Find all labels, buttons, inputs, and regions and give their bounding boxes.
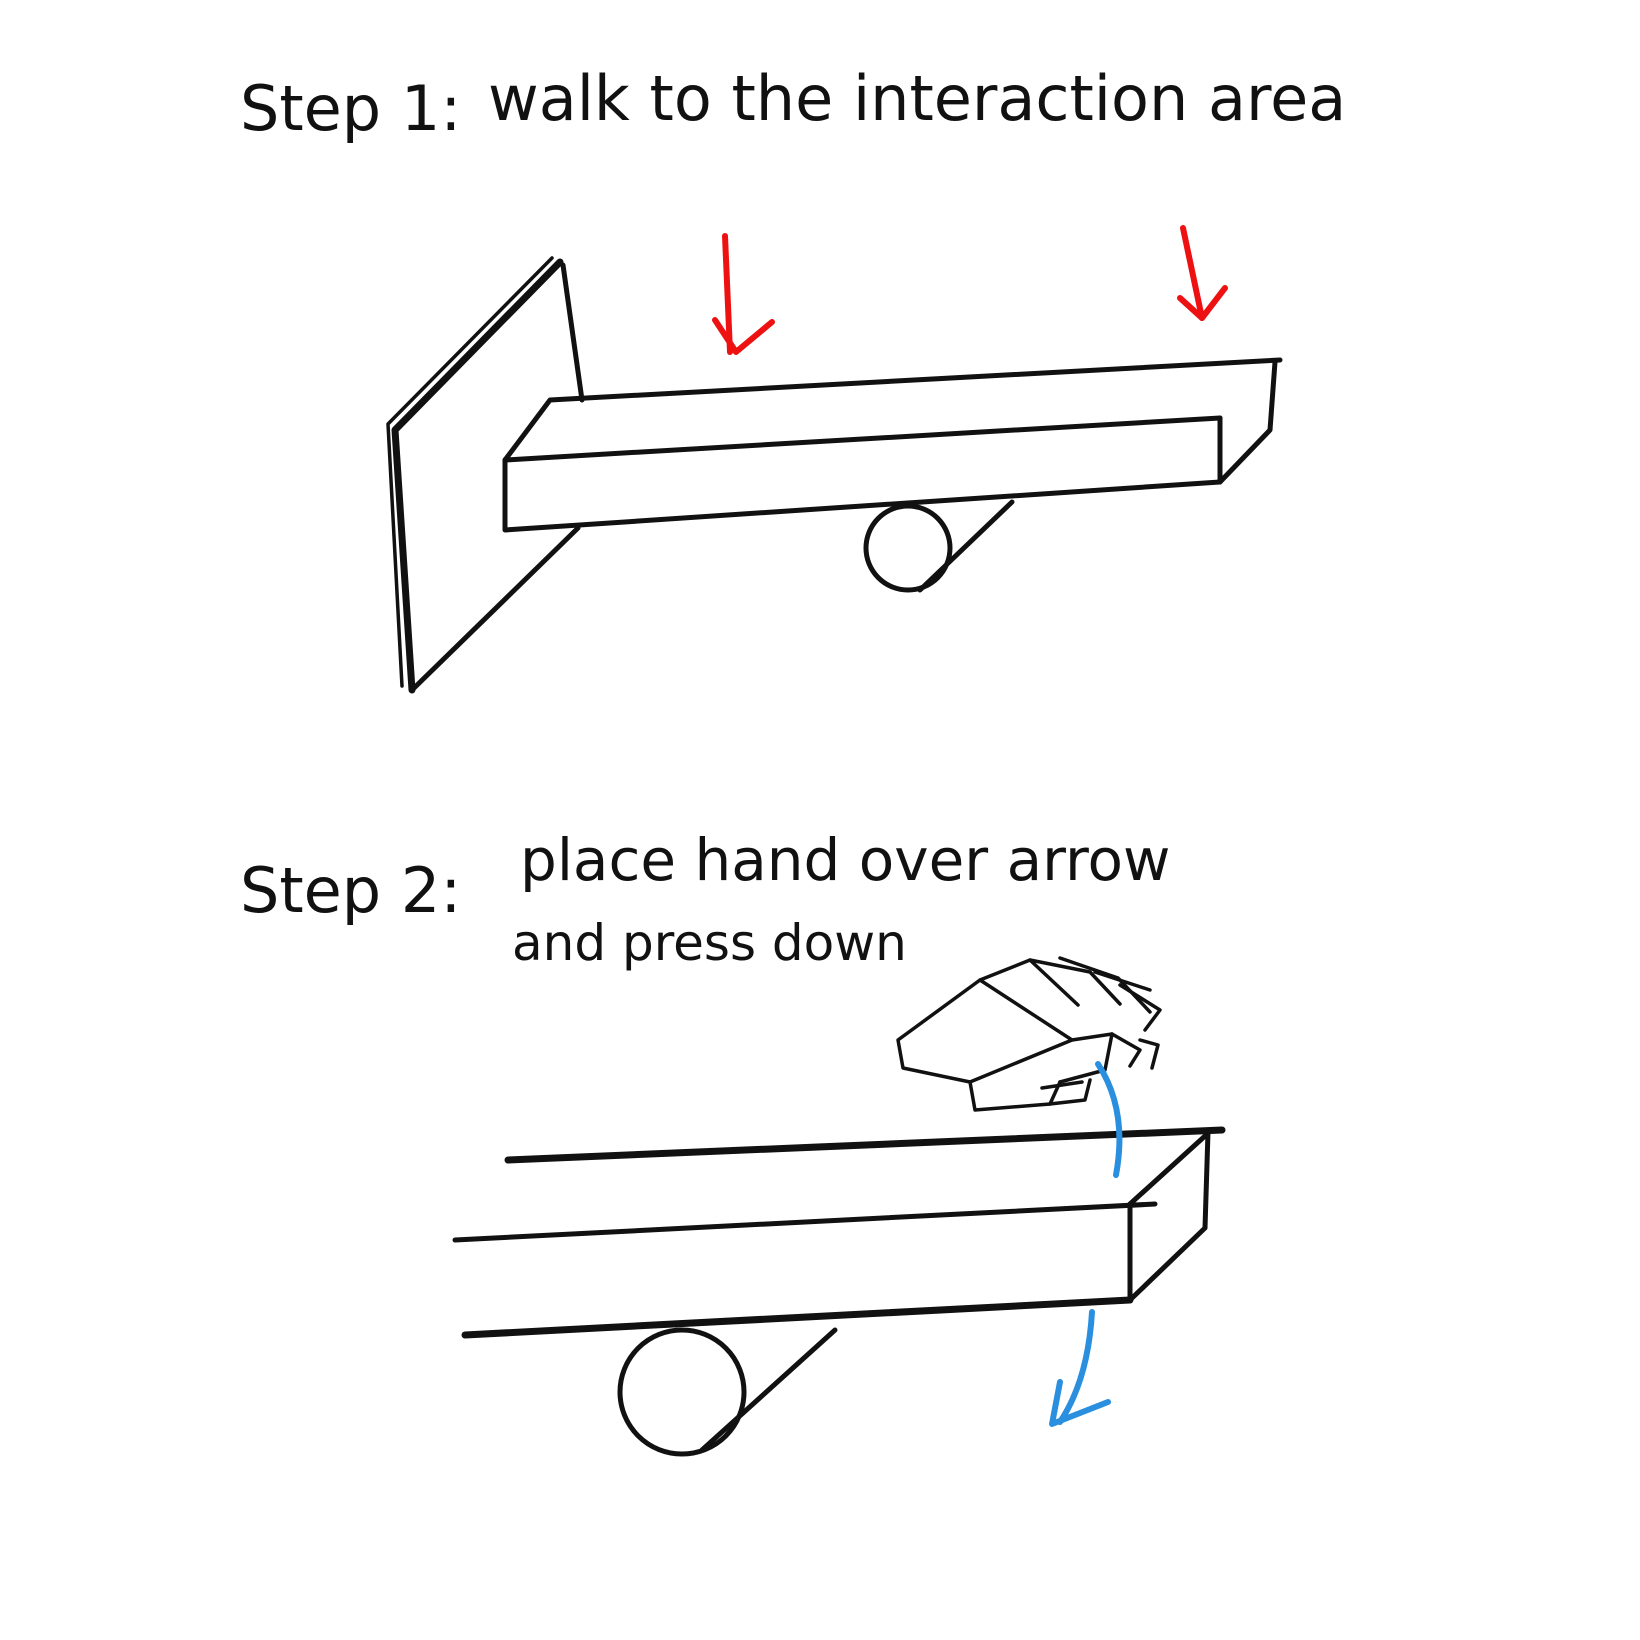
step2-line2: and press down bbox=[512, 914, 907, 972]
press-motion-arrow-icon bbox=[1098, 1064, 1119, 1175]
step1-caption: Step 1: walk to the interaction area bbox=[240, 62, 1346, 145]
wall-plate bbox=[388, 258, 582, 690]
step2-line1: place hand over arrow bbox=[520, 826, 1170, 894]
down-arrow-icon bbox=[715, 236, 772, 352]
down-arrow-icon bbox=[1180, 228, 1225, 318]
step2-label: Step 2: bbox=[240, 854, 461, 927]
lever-arm bbox=[505, 360, 1280, 530]
lever-motion-arrow-icon bbox=[1052, 1312, 1108, 1424]
hand-icon bbox=[898, 958, 1160, 1110]
pivot-cylinder bbox=[866, 502, 1012, 590]
step1-text: walk to the interaction area bbox=[488, 62, 1346, 135]
step2-caption: Step 2: place hand over arrow and press … bbox=[240, 826, 1170, 972]
step1-drawing bbox=[388, 228, 1280, 690]
pivot-cylinder bbox=[620, 1330, 835, 1454]
step2-drawing bbox=[455, 958, 1222, 1454]
step1-label: Step 1: bbox=[240, 72, 461, 145]
lever-arm-closeup bbox=[455, 1130, 1222, 1335]
